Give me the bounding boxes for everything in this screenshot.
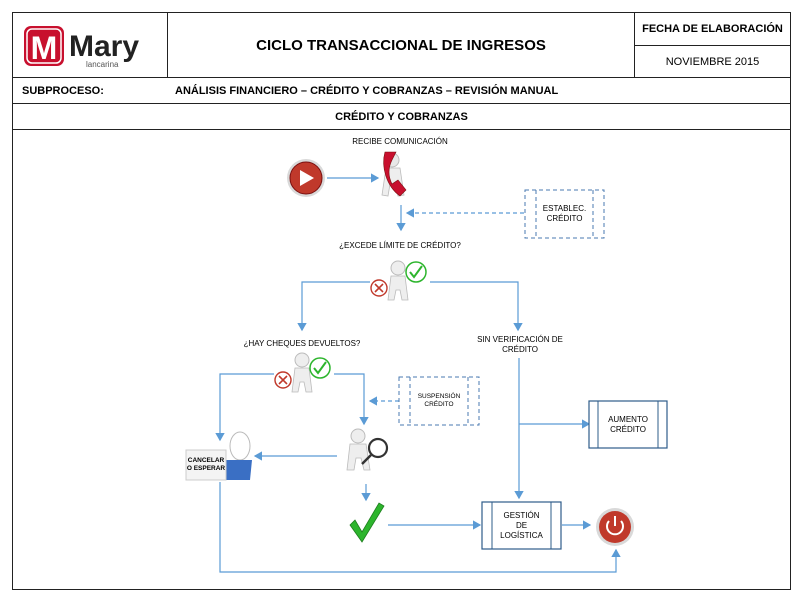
cancelar-line1: CANCELAR — [187, 457, 225, 464]
date-value-cell: NOVIEMBRE 2015 — [634, 45, 791, 78]
recibe-label: RECIBE COMUNICACIÓN — [352, 137, 448, 146]
suspension-line2: CRÉDITO — [424, 401, 454, 408]
subprocess-value: ANÁLISIS FINANCIERO – CRÉDITO Y COBRANZA… — [175, 85, 559, 97]
establec-text: ESTABLEC. CRÉDITO — [536, 190, 593, 238]
establec-line1: ESTABLEC. — [542, 204, 587, 213]
subprocess-row: SUBPROCESO: ANÁLISIS FINANCIERO – CRÉDIT… — [12, 77, 791, 104]
waiting-person-icon — [185, 431, 252, 481]
page-title-text: CICLO TRANSACCIONAL DE INGRESOS — [256, 36, 546, 54]
magnifier-person-icon — [346, 428, 389, 471]
suspension-line1: SUSPENSIÓN — [417, 393, 461, 400]
decision-person-icon-1 — [370, 260, 427, 301]
check-icon — [349, 502, 385, 543]
aumento-line1: AUMENTO — [608, 414, 648, 424]
gestion-line3: LOGÍSTICA — [500, 530, 543, 540]
gestion-box — [481, 501, 562, 550]
date-label-cell: FECHA DE ELABORACIÓN — [634, 12, 791, 46]
logo-letter: M — [31, 30, 58, 66]
sin-verificacion-line1: SIN VERIFICACIÓN DE — [477, 335, 563, 344]
establec-line2: CRÉDITO — [546, 214, 583, 223]
aumento-line2: CRÉDITO — [610, 424, 646, 434]
suspension-text: SUSPENSIÓN CRÉDITO — [410, 377, 468, 425]
sin-verificacion-label: SIN VERIFICACIÓN DE CRÉDITO — [470, 335, 570, 355]
play-icon — [287, 159, 325, 197]
phone-person-icon — [381, 151, 407, 197]
gestion-line1: GESTIÓN — [503, 510, 540, 520]
date-label: FECHA DE ELABORACIÓN — [642, 23, 783, 35]
aumento-text: AUMENTO CRÉDITO — [598, 401, 658, 448]
logo-cell: M Mary lancarina — [12, 12, 168, 78]
logo-text: Mary — [69, 30, 139, 63]
suspension-box — [398, 376, 480, 426]
gestion-line2: DE — [515, 520, 528, 530]
excede-label: ¿EXCEDE LÍMITE DE CRÉDITO? — [339, 241, 461, 250]
gestion-text: GESTIÓN DE LOGÍSTICA — [492, 502, 551, 549]
establec-box — [524, 189, 605, 239]
power-icon — [596, 508, 634, 546]
cancelar-text: CANCELAR O ESPERAR — [186, 450, 226, 480]
section-title: CRÉDITO Y COBRANZAS — [335, 110, 468, 123]
section-title-row: CRÉDITO Y COBRANZAS — [12, 103, 791, 130]
cheques-label: ¿HAY CHEQUES DEVUELTOS? — [243, 339, 361, 348]
decision-person-icon-2 — [274, 352, 331, 393]
aumento-box — [588, 400, 668, 449]
mary-logo-icon: M Mary lancarina — [24, 26, 139, 69]
logo-subtext: lancarina — [86, 60, 119, 69]
date-value: NOVIEMBRE 2015 — [665, 55, 760, 68]
subprocess-label: SUBPROCESO: — [22, 85, 104, 97]
cancelar-line2: O ESPERAR — [186, 465, 226, 472]
sin-verificacion-line2: CRÉDITO — [502, 345, 538, 354]
